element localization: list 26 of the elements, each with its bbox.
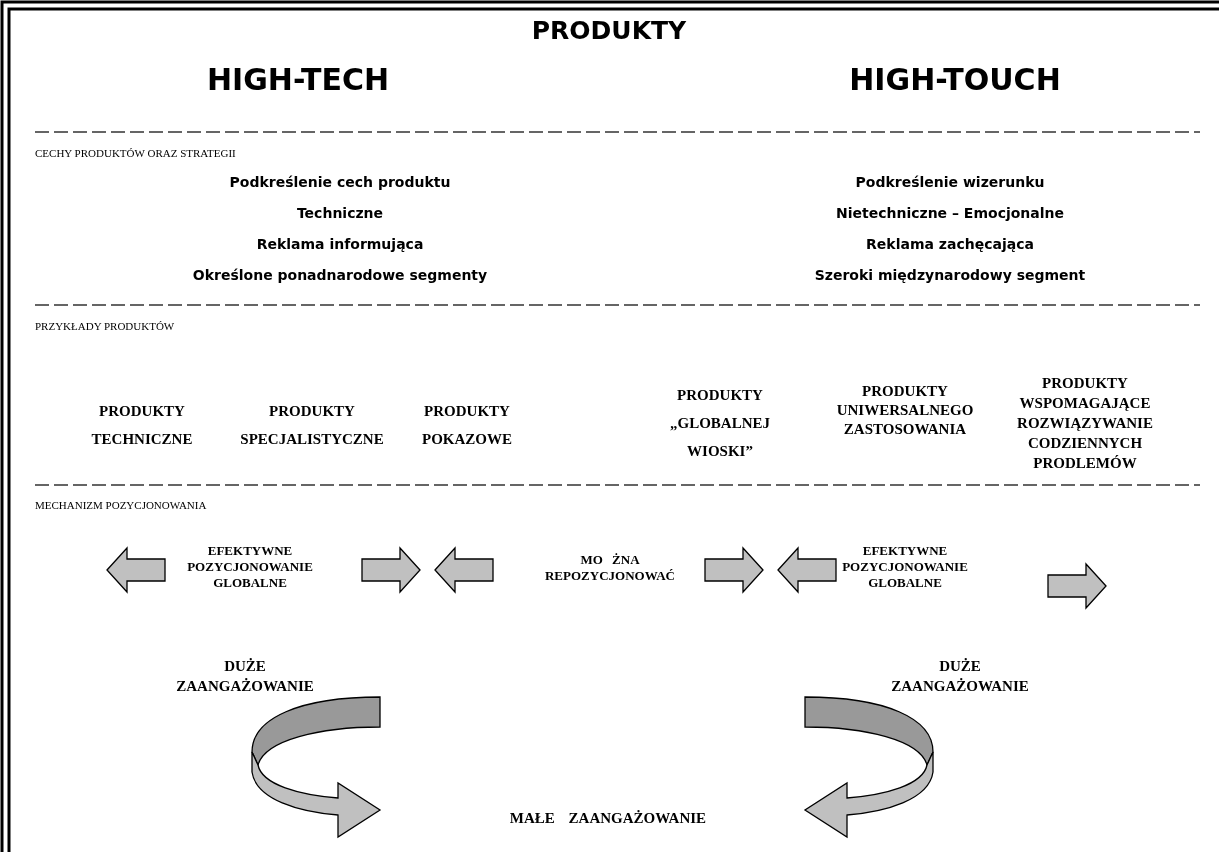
product-label: PRODUKTY POKAZOWE [422, 402, 512, 449]
feature-text: Podkreślenie cech produktu [229, 174, 451, 190]
section-heading: CECHY PRODUKTÓW ORAZ STRATEGII [35, 147, 236, 159]
feature-text: Określone ponadnarodowe segmenty [192, 267, 488, 283]
column-heading: HIGH-TECH [206, 62, 390, 97]
product-label: PRODUKTY UNIWERSALNEGO ZASTOSOWANIA [836, 382, 974, 439]
feature-text: Nietechniczne – Emocjonalne [836, 205, 1064, 221]
positioning-label: MO ŻNA REPOZYCJONOWAĆ [544, 552, 676, 584]
product-label: PRODUKTY „GLOBALNEJ WIOSKI” [670, 386, 770, 461]
feature-text: Reklama zachęcająca [866, 236, 1034, 252]
product-label: PRODUKTY SPECJALISTYCZNE [240, 402, 384, 449]
positioning-label: EFEKTYWNE POZYCJONOWANIE GLOBALNE [187, 543, 313, 591]
involvement-label: MAŁE ZAANGAŻOWANIE [508, 809, 708, 828]
column-heading: HIGH-TOUCH [849, 62, 1061, 97]
feature-text: Reklama informująca [256, 236, 424, 252]
feature-text: Podkreślenie wizerunku [855, 174, 1045, 190]
feature-text: Szeroki międzynarodowy segment [814, 267, 1086, 283]
positioning-label: EFEKTYWNE POZYCJONOWANIE GLOBALNE [842, 543, 968, 591]
feature-text: Techniczne [296, 205, 384, 221]
section-heading: MECHANIZM POZYCJONOWANIA [35, 499, 207, 511]
product-label: PRODUKTY WSPOMAGAJĄCE ROZWIĄZYWANIE CODZIENNYCH PRODLEMÓW [1017, 374, 1153, 473]
involvement-label: DUŻE ZAANGAŻOWANIE [891, 657, 1029, 696]
section-heading: PRZYKŁADY PRODUKTÓW [35, 320, 175, 332]
involvement-label: DUŻE ZAANGAŻOWANIE [176, 657, 314, 696]
title: PRODUKTY [531, 16, 687, 45]
product-label: PRODUKTY TECHNICZNE [91, 402, 193, 449]
